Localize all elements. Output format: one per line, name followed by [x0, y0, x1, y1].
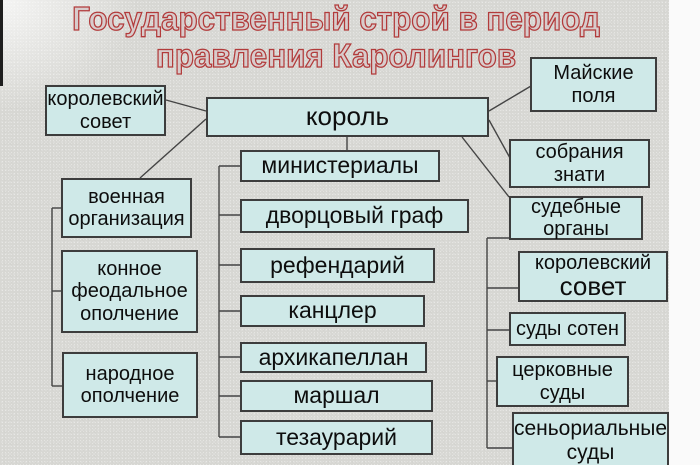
slide-title-line1: Государственный строй в период: [72, 0, 601, 38]
slide-title-line2: правления Каролингов: [155, 36, 517, 74]
node-horse-feudal-militia: конное феодальное ополчение: [61, 250, 198, 333]
node-military-org: военная организация: [61, 178, 192, 238]
slide-title: Государственный строй в период правления…: [0, 0, 672, 75]
node-chancellor: канцлер: [240, 295, 425, 327]
node-referendary: рефендарий: [240, 248, 435, 283]
node-marshal: маршал: [240, 380, 433, 412]
node-seigneurial-courts: сеньориальные суды: [512, 412, 669, 465]
left-edge-artifact: [0, 0, 3, 86]
node-king: король: [206, 97, 489, 137]
node-church-courts: церковные суды: [496, 356, 629, 407]
node-judicial-organs: судебные органы: [509, 196, 643, 240]
node-palace-count: дворцовый граф: [240, 199, 469, 233]
node-royal-council-top: королевский совет: [45, 85, 166, 136]
node-royal-council-right: королевский совет: [518, 251, 668, 302]
node-people-militia: народное ополчение: [62, 352, 198, 418]
node-may-fields: Майские поля: [530, 57, 657, 112]
node-hundred-courts: суды сотен: [509, 312, 626, 346]
node-royal-council-right-line1: королевский: [534, 251, 652, 274]
node-archchaplain: архикапеллан: [240, 342, 427, 373]
node-nobility-assembly: собрания знати: [509, 139, 650, 188]
slide-right-edge: [669, 0, 700, 465]
node-thesaurary: тезаурарий: [240, 420, 433, 455]
node-royal-council-right-line2: совет: [559, 271, 627, 302]
node-ministerials: министериалы: [240, 150, 440, 182]
